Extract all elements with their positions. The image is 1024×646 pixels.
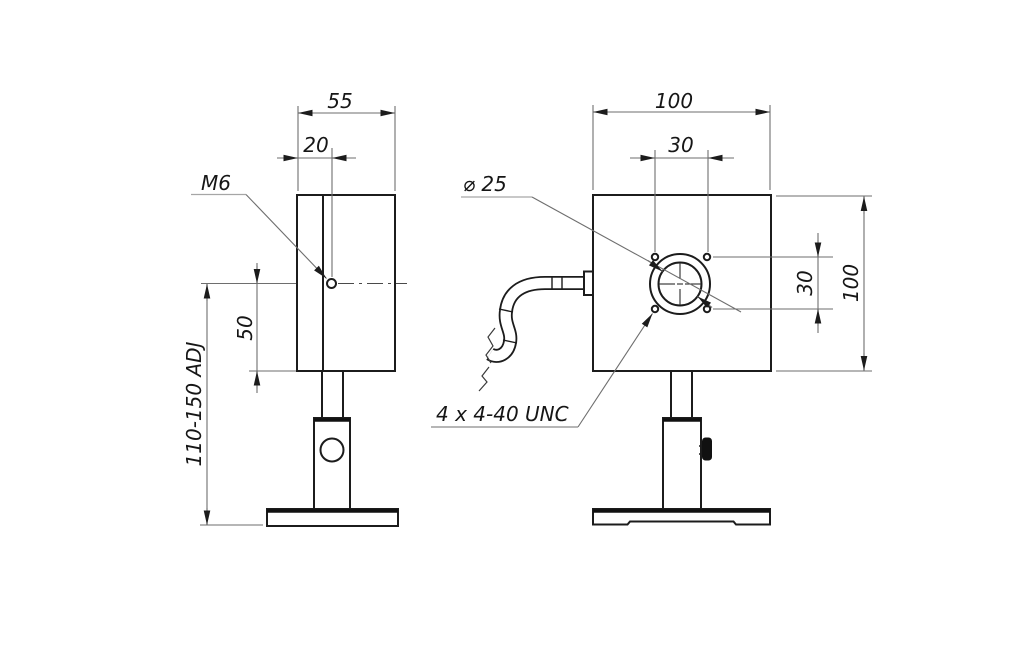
side-base-plate [266,508,399,527]
mount-hole-top-left [650,252,660,262]
side-clamp-block [313,417,351,510]
dim-text-height-adjust: 110-150 ADJ [182,341,206,466]
dim-text-hole-offset: 20 [303,133,328,157]
cable [478,270,594,392]
dim-text-hole-spacing-h: 30 [668,133,693,157]
front-view [478,194,772,526]
arrowhead [647,260,663,272]
dim-text-front-height: 100 [839,264,863,302]
front-view-dimensions: 100 30 ⌀ 25 4 x 4-40 UNC 30 100 [431,89,872,428]
arrowhead [697,296,713,308]
cable-inner [487,277,584,362]
m6-leader-line [245,194,327,279]
dim-text-axis-height: 50 [233,315,257,340]
cable-segment-tick [498,308,514,313]
mount-hole-top-right [702,252,712,262]
m6-hole [326,278,337,289]
mount-hole-bottom-right [702,304,712,314]
aperture-bezel-circle [649,253,711,315]
side-clamp-knob [319,437,345,463]
dim-text-hole-spacing-v: 30 [793,270,817,295]
side-view [266,194,407,527]
dim-text-front-width: 100 [655,89,693,113]
front-clamp-block [662,417,702,510]
aperture-circle [657,261,703,307]
front-base-plate [592,508,771,526]
side-body-outline [296,194,396,372]
dim-text-side-width: 55 [327,89,352,113]
cable-connector-flange [583,270,594,296]
mount-holes-leader-line [577,313,653,428]
front-body-outline [592,194,772,372]
aperture-leader-line [531,196,742,313]
cable-segment-tick [502,339,518,344]
front-clamp-knob [702,437,712,461]
mount-hole-bottom-left [650,304,660,314]
aperture-center-mark [659,263,701,305]
cable-break-line [478,366,490,392]
label-m6: M6 [201,171,231,195]
cable-break-line [485,327,496,364]
side-view-dimensions: 55 20 M6 50 110-150 ADJ [182,89,396,526]
label-mount-holes: 4 x 4-40 UNC [436,402,569,426]
label-aperture-diameter: ⌀ 25 [463,172,507,196]
